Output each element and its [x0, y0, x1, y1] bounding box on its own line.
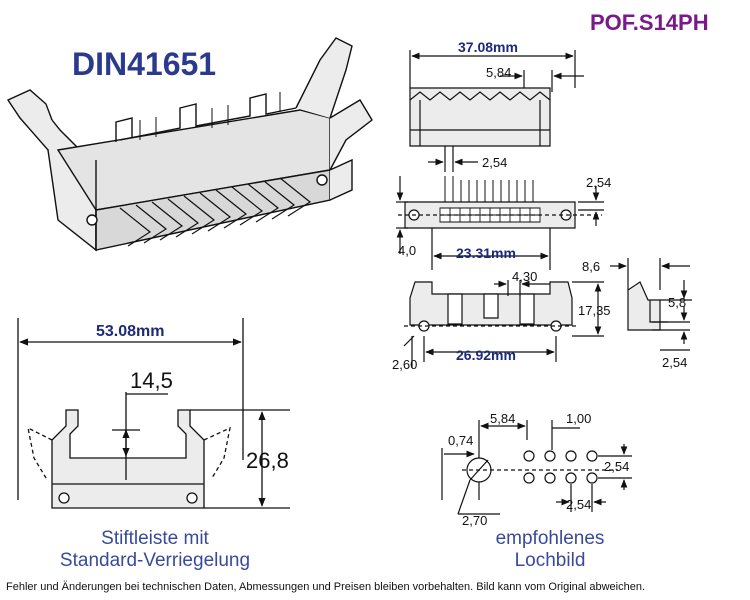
side-profile-view [610, 258, 692, 350]
caption-front-view: Stiftleiste mit Standard-Verriegelung [40, 528, 270, 572]
pin-side-view [396, 176, 604, 270]
dim-hole-pitch-h: 2,54 [566, 497, 592, 512]
dim-inner-offset: 4,30 [512, 269, 538, 284]
caption-front-line2: Standard-Verriegelung [59, 549, 251, 571]
dim-bottom-offset: 2,60 [392, 357, 418, 372]
hole-pattern-view [442, 420, 632, 514]
dim-side-pin-pitch: 2,54 [662, 355, 688, 370]
caption-holes-line2: Lochbild [514, 549, 586, 571]
dim-inner-width: 23.31mm [456, 245, 516, 261]
dim-front-height: 26,8 [246, 448, 289, 473]
connector-3d-illustration [8, 38, 372, 250]
dim-front-width: 53.08mm [96, 323, 165, 340]
dim-side-depth: 8,6 [582, 259, 601, 274]
dim-top-pitch: 2,54 [482, 155, 508, 170]
dim-side-height: 17,35 [578, 303, 611, 318]
mount-front-view [404, 280, 604, 368]
dim-hole-mount-dia: 2,70 [462, 513, 488, 528]
caption-holes-line1: empfohlenes [495, 528, 605, 549]
dim-front-inner: 14,5 [130, 368, 173, 393]
caption-hole-pattern: empfohlenes Lochbild [470, 528, 630, 572]
dim-hole-mount-offset: 0,74 [448, 433, 474, 448]
dim-hole-small-dia: 1,00 [566, 411, 592, 426]
dim-pcb-offset: 4,0 [398, 243, 417, 258]
dim-hole-pitch-v: 2,54 [604, 459, 630, 474]
dim-mount-width: 26.92mm [456, 347, 516, 363]
dim-side-pin-height: 5,8 [668, 295, 687, 310]
dim-side-height-small: 2,54 [586, 175, 612, 190]
dim-hole-group: 5,84 [490, 411, 516, 426]
disclaimer-text: Fehler und Änderungen bei technischen Da… [6, 581, 646, 593]
standard-title: DIN41651 [72, 46, 217, 82]
dim-top-pitch-group: 5,84 [486, 65, 512, 80]
front-elevation-view [18, 318, 290, 508]
caption-front-line1: Stiftleiste mit [101, 528, 209, 549]
product-code: POF.S14PH [590, 10, 709, 35]
top-view [410, 50, 584, 172]
dim-top-width: 37.08mm [458, 39, 518, 55]
